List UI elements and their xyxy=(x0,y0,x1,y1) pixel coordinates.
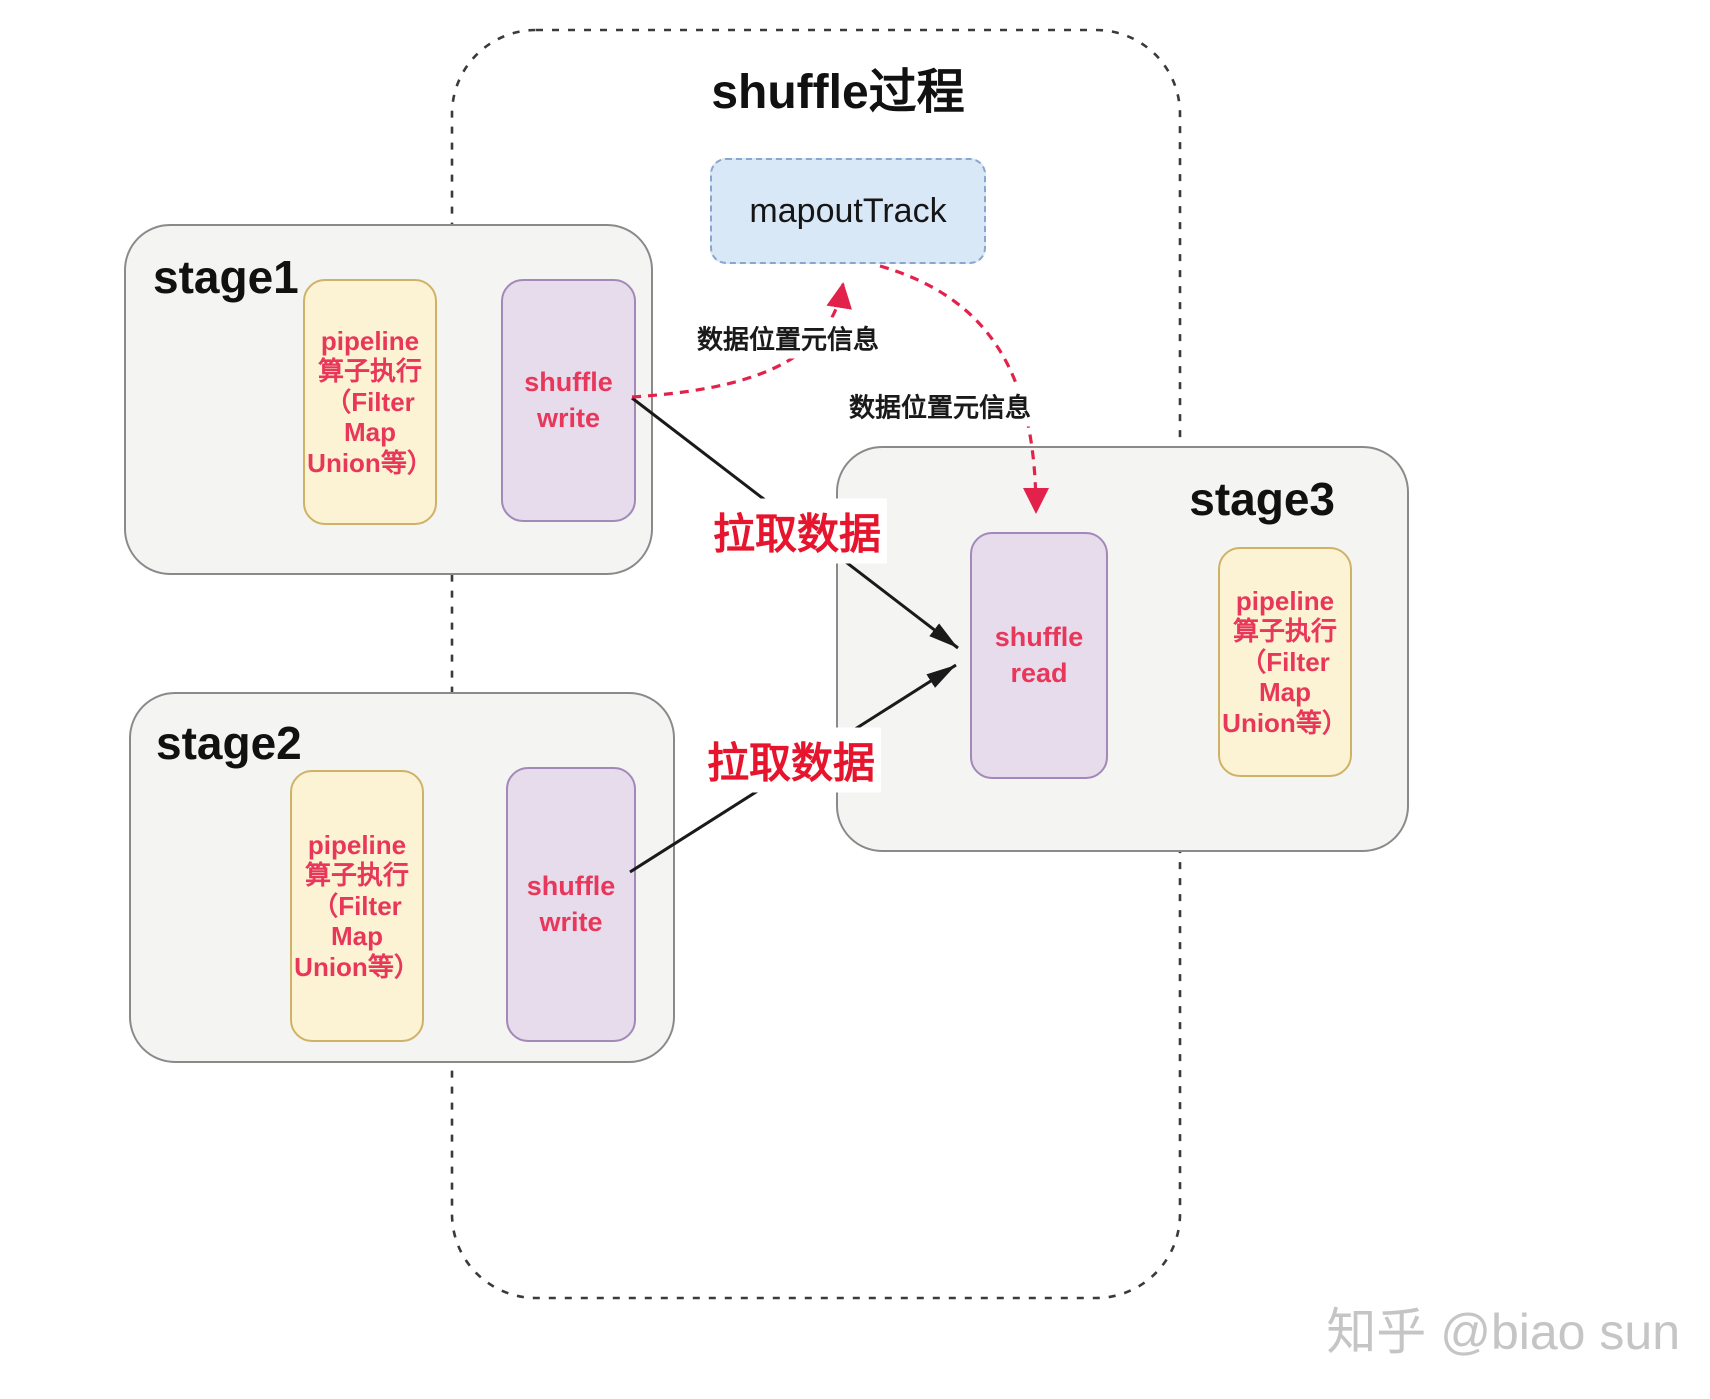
stage1-label: stage1 xyxy=(153,251,299,303)
mapouttrack-node: mapoutTrack xyxy=(710,158,986,264)
stage3-pipeline-node: pipeline 算子执行 （Filter Map Union等） xyxy=(1218,547,1352,777)
stage3-node: stage3 shuffle read pipeline 算子执行 （Filte… xyxy=(836,446,1409,852)
stage1-pipeline-node: pipeline 算子执行 （Filter Map Union等） xyxy=(303,279,437,525)
diagram-title: shuffle过程 xyxy=(711,66,965,119)
stage2-shuffle-write-node: shuffle write xyxy=(506,767,636,1042)
stage2-label: stage2 xyxy=(156,717,302,769)
mapouttrack-label: mapoutTrack xyxy=(749,191,947,230)
stage2-node: stage2 pipeline 算子执行 （Filter Map Union等）… xyxy=(129,692,675,1063)
meta-info-label-right: 数据位置元信息 xyxy=(842,385,1038,427)
stage3-shuffle-read-node: shuffle read xyxy=(970,532,1108,779)
stage1-node: stage1 pipeline 算子执行 （Filter Map Union等）… xyxy=(124,224,653,575)
pull-data-label-bottom: 拉取数据 xyxy=(700,727,882,793)
meta-info-label-left: 数据位置元信息 xyxy=(690,317,886,359)
stage2-pipeline-node: pipeline 算子执行 （Filter Map Union等） xyxy=(290,770,424,1042)
stage1-shuffle-write-node: shuffle write xyxy=(501,279,636,522)
pull-data-label-top: 拉取数据 xyxy=(706,498,888,564)
stage3-label: stage3 xyxy=(1189,473,1335,525)
watermark: 知乎 @biao sun xyxy=(1326,1304,1680,1360)
